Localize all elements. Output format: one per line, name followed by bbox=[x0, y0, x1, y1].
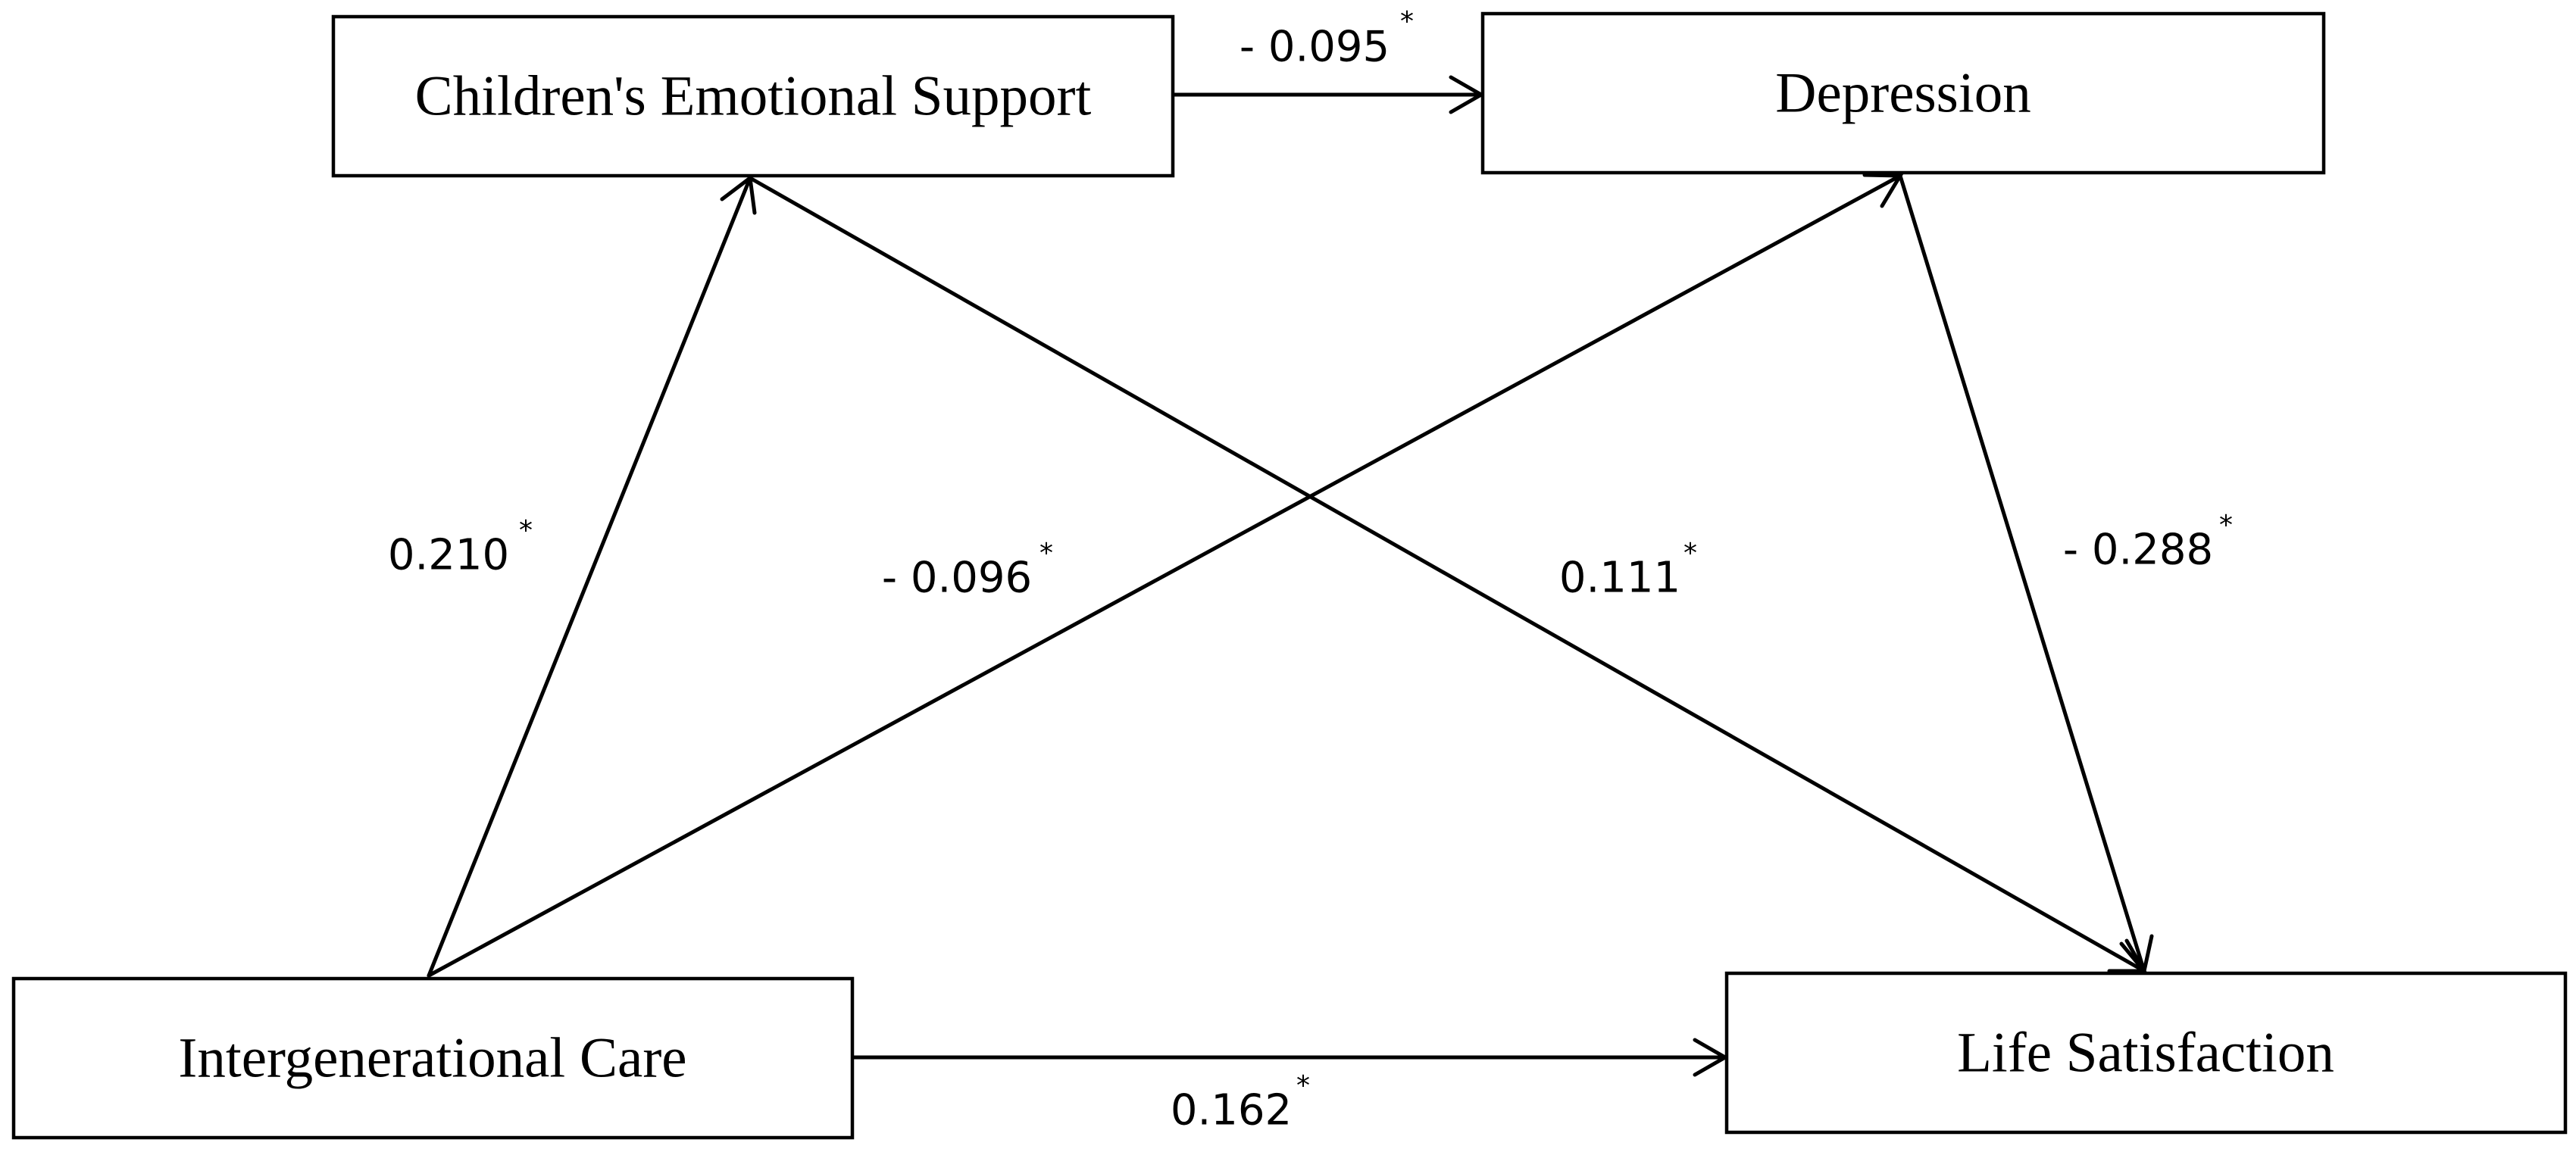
coef-value: - 0.095 bbox=[1240, 23, 1390, 72]
significance-marker: * bbox=[1400, 6, 1414, 37]
significance-marker: * bbox=[519, 515, 533, 546]
coef-care-to-support: 0.210 * bbox=[388, 515, 533, 580]
significance-marker: * bbox=[1296, 1070, 1310, 1101]
coef-support-to-life: 0.111 * bbox=[1559, 538, 1697, 603]
coef-value: - 0.096 bbox=[882, 554, 1032, 603]
node-intergenerational-care: Intergenerational Care bbox=[11, 976, 855, 1140]
coef-value: 0.111 bbox=[1559, 554, 1680, 603]
coef-value: 0.210 bbox=[388, 531, 509, 580]
arrowhead bbox=[2119, 934, 2154, 976]
edge-depression-to-life bbox=[1898, 173, 2154, 976]
node-label: Depression bbox=[1775, 62, 2030, 125]
node-label: Life Satisfaction bbox=[1957, 1022, 2334, 1085]
edge-care-to-life bbox=[852, 1038, 1730, 1077]
significance-marker: * bbox=[2219, 510, 2233, 541]
significance-marker: * bbox=[1683, 538, 1697, 569]
significance-marker: * bbox=[1039, 538, 1053, 569]
edge-support-to-depression bbox=[1171, 75, 1486, 114]
node-label: Children's Emotional Support bbox=[415, 65, 1092, 128]
node-depression: Depression bbox=[1480, 11, 2326, 175]
edge-labels: - 0.095 * 0.210 * - 0.096 * 0.111 * - 0.… bbox=[388, 6, 2233, 1135]
coef-support-to-depression: - 0.095 * bbox=[1240, 6, 1414, 72]
node-childrens-emotional-support: Children's Emotional Support bbox=[331, 14, 1175, 178]
coef-care-to-life: 0.162 * bbox=[1171, 1070, 1310, 1135]
coef-care-to-depression: - 0.096 * bbox=[882, 538, 1053, 603]
node-life-satisfaction: Life Satisfaction bbox=[1724, 971, 2568, 1135]
coef-depression-to-life: - 0.288 * bbox=[2063, 510, 2233, 575]
edges bbox=[427, 75, 2154, 1077]
nodes: Children's Emotional Support Depression … bbox=[11, 11, 2568, 1140]
node-label: Intergenerational Care bbox=[178, 1027, 686, 1090]
coef-value: 0.162 bbox=[1171, 1086, 1292, 1135]
coef-value: - 0.288 bbox=[2063, 526, 2213, 575]
